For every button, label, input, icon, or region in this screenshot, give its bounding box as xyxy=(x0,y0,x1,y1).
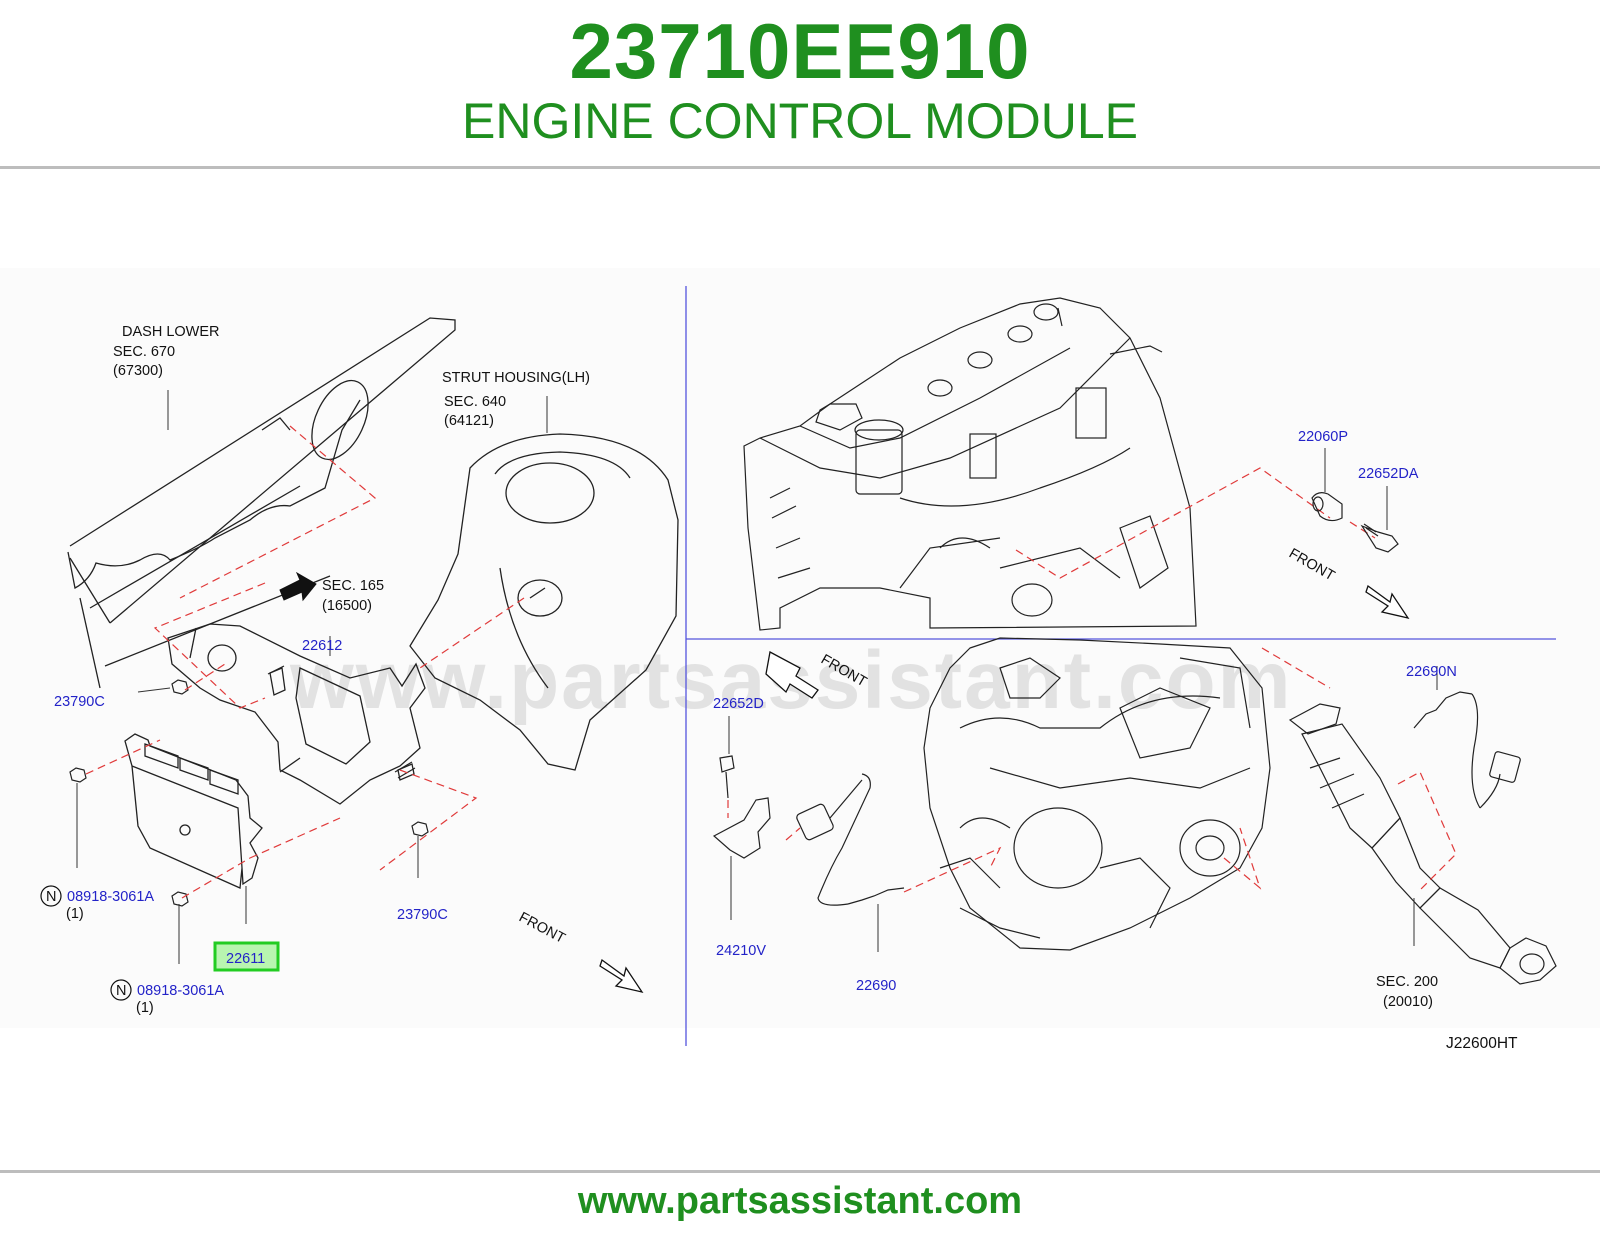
ref-24210v[interactable]: 24210V xyxy=(716,943,766,959)
dash-lower-section: SEC. 670 xyxy=(113,344,175,360)
sec200-label: SEC. 200 xyxy=(1376,974,1438,990)
oxygen-sensor-22690n xyxy=(1413,691,1521,809)
nut-08918-upper xyxy=(69,767,87,783)
knock-sensor-22060p xyxy=(1311,492,1343,522)
callout-lines-upper-right xyxy=(1324,448,1388,530)
ref-23790c-lower[interactable]: 23790C xyxy=(397,907,448,923)
ref-22690[interactable]: 22690 xyxy=(856,978,896,994)
sec200-code: (20010) xyxy=(1383,994,1433,1010)
leader-lines-upper-right xyxy=(1015,467,1376,579)
dash-lower-panel-drawing xyxy=(67,317,456,689)
leader-lines-left xyxy=(85,425,525,899)
dash-lower-code: (67300) xyxy=(113,363,163,379)
front-arrow-icon-upper-right xyxy=(1365,584,1410,620)
strut-housing-drawing xyxy=(409,433,679,771)
n-marker-upper: N xyxy=(46,889,56,905)
sec165-code: (16500) xyxy=(322,598,372,614)
ref-22652d[interactable]: 22652D xyxy=(713,696,764,712)
engine-lower-drawing xyxy=(923,637,1271,951)
oxygen-sensor-22690 xyxy=(796,773,905,906)
ref-22611[interactable]: 22611 xyxy=(226,951,265,967)
n-marker-icon-lower xyxy=(110,979,132,1001)
ref-08918-lower[interactable]: 08918-3061A xyxy=(137,983,224,999)
ref-08918-lower-qty: (1) xyxy=(136,1000,154,1016)
callout-lines-left xyxy=(76,390,548,964)
strut-housing-code: (64121) xyxy=(444,413,494,429)
page-header: 23710EE910 ENGINE CONTROL MODULE xyxy=(0,0,1600,168)
dash-lower-label: DASH LOWER xyxy=(122,324,220,340)
sec165-direction-arrow-icon xyxy=(279,571,317,602)
ref-22652da[interactable]: 22652DA xyxy=(1358,466,1419,482)
n-marker-icon-upper xyxy=(40,885,62,907)
leader-lines-lower-right xyxy=(727,647,1457,893)
part-number-title: 23710EE910 xyxy=(569,7,1031,95)
ref-08918-upper[interactable]: 08918-3061A xyxy=(67,889,154,905)
bolt-22652da xyxy=(1360,523,1399,553)
ref-08918-upper-qty: (1) xyxy=(66,906,84,922)
strut-housing-section: SEC. 640 xyxy=(444,394,506,410)
nut-08918-lower xyxy=(171,891,189,907)
ref-22060p[interactable]: 22060P xyxy=(1298,429,1348,445)
ref-22612[interactable]: 22612 xyxy=(302,638,342,654)
diagram-background xyxy=(0,268,1600,1028)
bracket-24210v xyxy=(712,797,771,859)
n-marker-lower: N xyxy=(116,983,126,999)
bolt-22652d xyxy=(719,755,735,799)
engine-upper-drawing xyxy=(743,297,1197,631)
callout-lines-lower-right xyxy=(728,666,1438,952)
front-arrow-icon-left xyxy=(599,958,644,994)
part-description: ENGINE CONTROL MODULE xyxy=(461,93,1138,149)
header-divider xyxy=(0,166,1600,169)
strut-housing-label: STRUT HOUSING(LH) xyxy=(442,370,590,386)
ref-23790c-upper[interactable]: 23790C xyxy=(54,694,105,710)
front-arrow-icon-lower-right xyxy=(765,651,819,699)
sec165-label: SEC. 165 xyxy=(322,578,384,594)
drawing-code: J22600HT xyxy=(1446,1035,1518,1052)
parts-diagram: www.partsassistant.com xyxy=(0,268,1600,1052)
footer-website-link[interactable]: www.partsassistant.com xyxy=(577,1180,1023,1222)
catalytic-converter-drawing xyxy=(1288,703,1557,985)
ref-22611-highlight xyxy=(213,941,280,972)
ref-22690n[interactable]: 22690N xyxy=(1406,664,1457,680)
nut-23790c-lower xyxy=(411,821,429,837)
nut-23790c-upper xyxy=(171,679,189,695)
footer-divider xyxy=(0,1170,1600,1173)
